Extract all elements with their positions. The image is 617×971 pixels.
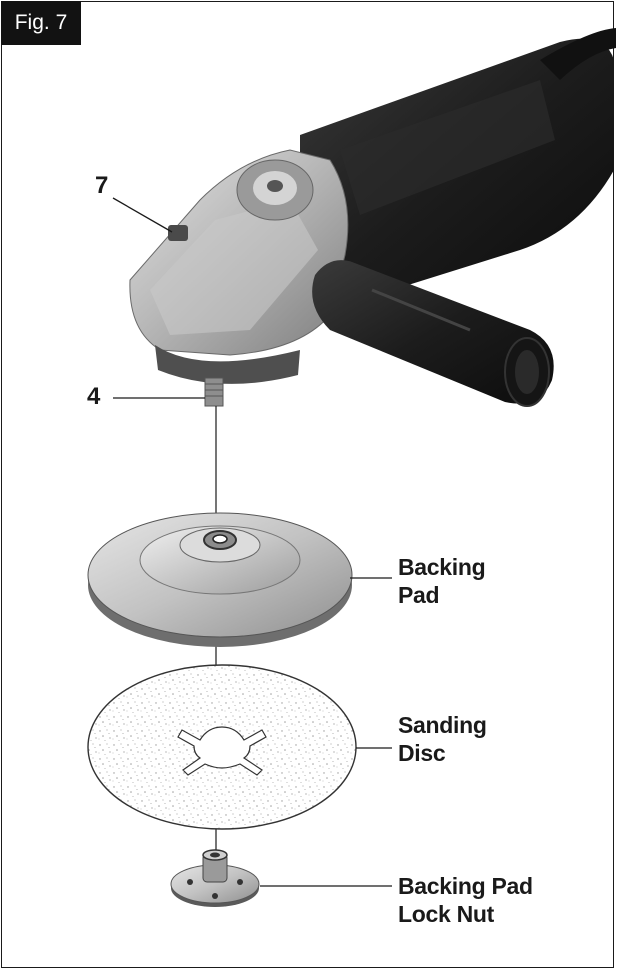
sanding-disc-label-line2: Disc xyxy=(398,740,446,766)
callout-7-label: 7 xyxy=(95,172,109,199)
angle-grinder-illustration xyxy=(129,28,616,407)
sanding-disc-illustration xyxy=(87,664,357,830)
backing-pad-label-line1: Backing xyxy=(398,554,486,580)
callout-4-label: 4 xyxy=(87,383,101,410)
callout-leader-7 xyxy=(112,197,173,233)
sanding-disc-label-line1: Sanding xyxy=(398,712,487,738)
lock-nut-label-line2: Lock Nut xyxy=(398,901,494,927)
backing-pad-illustration xyxy=(87,512,353,647)
backing-pad-label-line2: Pad xyxy=(398,582,440,608)
sanding-disc-label: Sanding Disc xyxy=(398,711,487,767)
backing-pad-label: Backing Pad xyxy=(398,553,486,609)
lock-nut-label: Backing Pad Lock Nut xyxy=(398,872,533,928)
lock-nut-label-line1: Backing Pad xyxy=(398,873,533,899)
figure-number: Fig. 7 xyxy=(1,1,81,45)
lock-nut-illustration xyxy=(170,849,260,907)
